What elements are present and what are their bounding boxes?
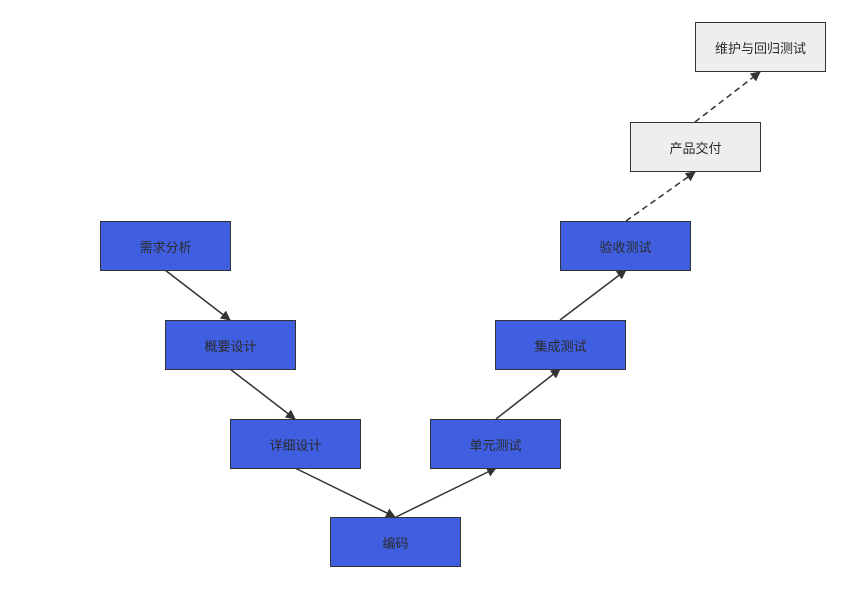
node-maintenance: 维护与回归测试	[695, 22, 826, 72]
node-product-delivery: 产品交付	[630, 122, 761, 172]
edge-product-delivery-to-maintenance	[694, 71, 761, 123]
node-label: 编码	[382, 536, 409, 552]
node-label: 详细设计	[269, 438, 322, 454]
node-acceptance-test: 验收测试	[560, 221, 691, 271]
edge-coding-to-unit-test	[395, 467, 497, 518]
edge-integration-test-to-acceptance-test	[559, 269, 627, 321]
edge-high-level-design-to-detailed-design	[229, 368, 296, 420]
node-detailed-design: 详细设计	[230, 419, 361, 469]
node-integration-test: 集成测试	[495, 320, 626, 370]
node-label: 需求分析	[139, 240, 192, 256]
node-unit-test: 单元测试	[430, 419, 561, 469]
node-label: 概要设计	[204, 339, 257, 355]
edge-acceptance-test-to-product-delivery	[625, 171, 696, 222]
edge-requirements-to-high-level-design	[164, 269, 231, 321]
edge-unit-test-to-integration-test	[495, 368, 561, 420]
node-label: 产品交付	[669, 141, 722, 157]
edge-detailed-design-to-coding	[294, 467, 396, 518]
node-coding: 编码	[330, 517, 461, 567]
node-high-level-design: 概要设计	[165, 320, 296, 370]
node-label: 维护与回归测试	[714, 41, 806, 57]
node-label: 验收测试	[599, 240, 652, 256]
node-label: 单元测试	[469, 438, 522, 454]
node-label: 集成测试	[534, 339, 587, 355]
node-requirements: 需求分析	[100, 221, 231, 271]
